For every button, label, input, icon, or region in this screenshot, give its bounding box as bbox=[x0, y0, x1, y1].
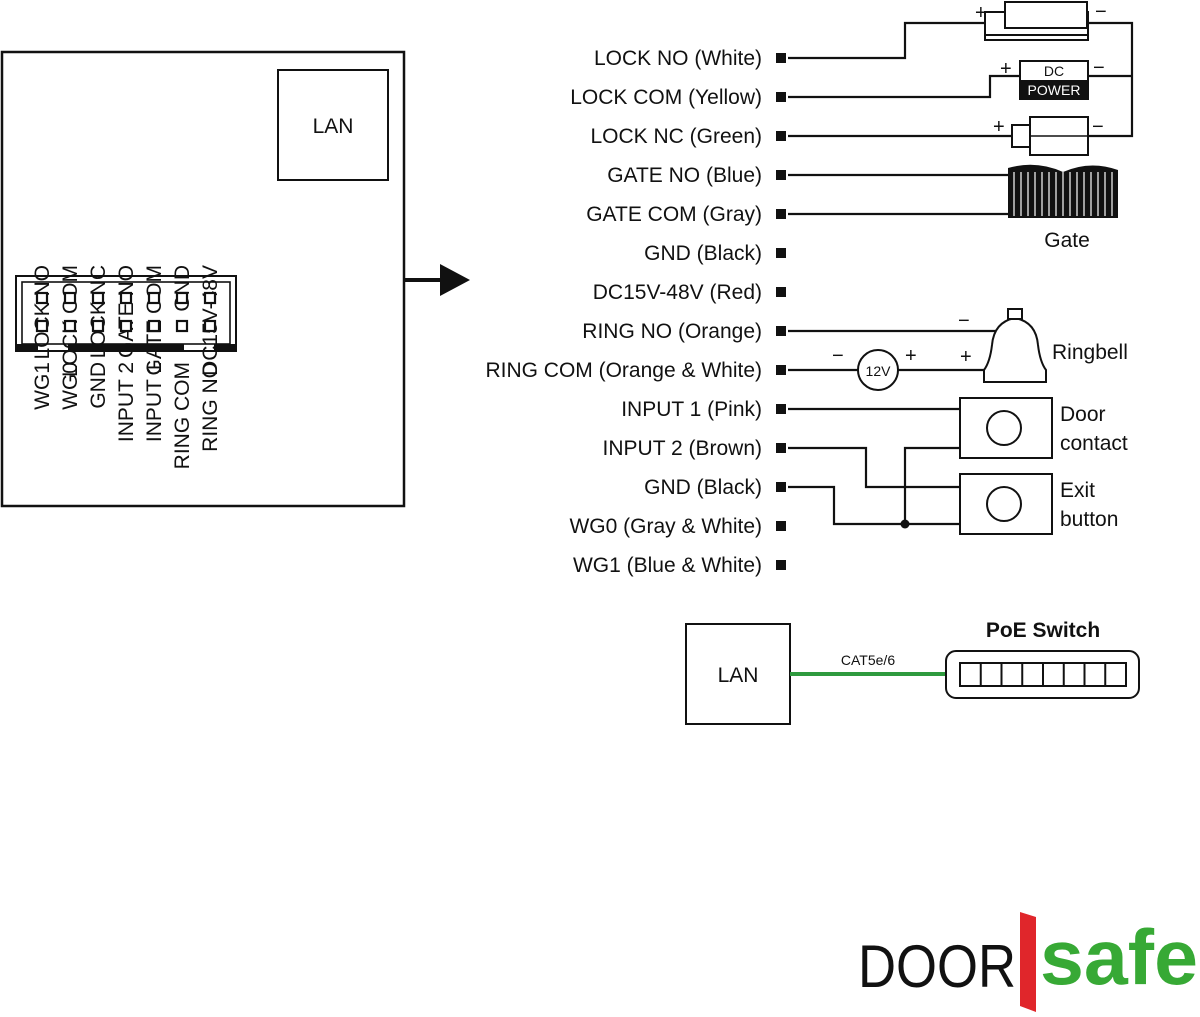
wiring-lines bbox=[788, 21, 1134, 526]
poe-switch-icon bbox=[945, 650, 1140, 699]
wire-input2: INPUT 2 (Brown) bbox=[603, 437, 762, 460]
gate-label: Gate bbox=[1044, 229, 1090, 252]
dc-power-bottom: POWER bbox=[1028, 82, 1081, 98]
pin-label-lock-no: LOCK NO bbox=[31, 265, 54, 360]
header-pin bbox=[119, 319, 133, 333]
wire-gate-no: GATE NO (Blue) bbox=[607, 164, 762, 187]
header-pin bbox=[35, 291, 49, 305]
ringbell-label: Ringbell bbox=[1052, 341, 1128, 364]
cable-label: CAT5e/6 bbox=[841, 652, 895, 668]
header-pin bbox=[147, 319, 161, 333]
header-pin bbox=[35, 319, 49, 333]
gate-icon bbox=[1008, 164, 1118, 218]
header-pin bbox=[175, 319, 189, 333]
bpin-wg1: WG1 bbox=[31, 362, 54, 410]
wire-terminal bbox=[776, 287, 786, 297]
wire-wg0: WG0 (Gray & White) bbox=[569, 515, 762, 538]
header-pin bbox=[91, 319, 105, 333]
wire-lock-com: LOCK COM (Yellow) bbox=[570, 86, 762, 109]
wire-terminal bbox=[776, 170, 786, 180]
battery-label: 12V bbox=[866, 363, 892, 379]
bell-minus: − bbox=[958, 310, 970, 332]
bolt-minus: − bbox=[1092, 116, 1104, 138]
pin-header bbox=[15, 275, 237, 352]
wire-terminal bbox=[776, 326, 786, 336]
exit-button-label-1: Exit bbox=[1060, 479, 1095, 502]
lock1-plus: + bbox=[975, 2, 987, 24]
logo-door-text: DOOR bbox=[858, 933, 1016, 1000]
door-contact-label-2: contact bbox=[1060, 432, 1128, 455]
wire-terminal bbox=[776, 53, 786, 63]
bpin-wg0: WG0 bbox=[59, 362, 82, 410]
header-pin bbox=[91, 291, 105, 305]
wire-terminal bbox=[776, 404, 786, 414]
wire-terminal bbox=[776, 482, 786, 492]
wire-terminal bbox=[776, 248, 786, 258]
header-pin bbox=[119, 291, 133, 305]
wire-gate-com: GATE COM (Gray) bbox=[586, 203, 762, 226]
lock-strike-icon bbox=[984, 1, 1089, 41]
electric-bolt-icon bbox=[1011, 116, 1089, 156]
wire-ring-no: RING NO (Orange) bbox=[582, 320, 762, 343]
wire-terminal bbox=[776, 209, 786, 219]
wire-wg1: WG1 (Blue & White) bbox=[573, 554, 762, 577]
pin-label-lock-nc: LOCK NC bbox=[87, 265, 110, 358]
board-lan-label: LAN bbox=[313, 115, 354, 138]
wire-terminal bbox=[776, 560, 786, 570]
battery-plus: + bbox=[905, 345, 917, 367]
battery-minus: − bbox=[832, 345, 844, 367]
wire-terminals bbox=[776, 53, 786, 570]
bpin-gnd: GND bbox=[87, 362, 110, 409]
dc-plus: + bbox=[1000, 58, 1012, 80]
door-contact-icon bbox=[959, 397, 1053, 459]
dc-power-supply-icon bbox=[1019, 60, 1089, 100]
bpin-ring-no: RING NO bbox=[199, 362, 222, 452]
header-pin bbox=[63, 291, 77, 305]
wire-terminal bbox=[776, 131, 786, 141]
pin-label-gate-no: GATE NO bbox=[115, 265, 138, 358]
battery-icon bbox=[857, 349, 899, 391]
wire-input1: INPUT 1 (Pink) bbox=[621, 398, 762, 421]
wire-gnd-2: GND (Black) bbox=[644, 476, 762, 499]
bolt-plus: + bbox=[993, 116, 1005, 138]
bell-plus: + bbox=[960, 346, 972, 368]
exit-button-label-2: button bbox=[1060, 508, 1118, 531]
door-contact-label-1: Door bbox=[1060, 403, 1106, 426]
bpin-ring-com: RING COM bbox=[171, 362, 194, 469]
lock1-minus: − bbox=[1095, 1, 1107, 23]
dc-power-top: DC bbox=[1044, 63, 1064, 79]
wire-lock-nc: LOCK NC (Green) bbox=[590, 125, 762, 148]
header-pin bbox=[203, 291, 217, 305]
header-pin bbox=[147, 291, 161, 305]
wire-ring-com: RING COM (Orange & White) bbox=[485, 359, 762, 382]
wire-terminal bbox=[776, 92, 786, 102]
bpin-input1: INPUT 1 bbox=[143, 362, 166, 442]
header-pin bbox=[203, 319, 217, 333]
wire-gnd-1: GND (Black) bbox=[644, 242, 762, 265]
junction-dot bbox=[900, 519, 910, 529]
wire-terminal bbox=[776, 365, 786, 375]
header-pin bbox=[175, 291, 189, 305]
bpin-input2: INPUT 2 bbox=[115, 362, 138, 442]
wire-terminal bbox=[776, 443, 786, 453]
bell-icon bbox=[983, 308, 1047, 383]
header-pin bbox=[63, 319, 77, 333]
dc-minus: − bbox=[1093, 57, 1105, 79]
wire-dc: DC15V-48V (Red) bbox=[593, 281, 762, 304]
lan-label: LAN bbox=[718, 664, 759, 687]
arrow-right-icon bbox=[404, 264, 470, 296]
wire-lock-no: LOCK NO (White) bbox=[594, 47, 762, 70]
exit-button-icon bbox=[959, 473, 1053, 535]
pin-label-gnd: GND bbox=[171, 265, 194, 312]
wire-list: LOCK NO (White) LOCK COM (Yellow) LOCK N… bbox=[485, 47, 762, 577]
doorsafe-logo: DOOR safe bbox=[858, 912, 1198, 1012]
poe-switch-label: PoE Switch bbox=[986, 619, 1100, 642]
board-lan-port bbox=[277, 69, 389, 181]
wire-terminal bbox=[776, 521, 786, 531]
logo-safe-text: safe bbox=[1040, 913, 1198, 1001]
bottom-pin-labels-real: WG1 WG0 GND INPUT 2 INPUT 1 RING COM RIN… bbox=[31, 362, 222, 469]
